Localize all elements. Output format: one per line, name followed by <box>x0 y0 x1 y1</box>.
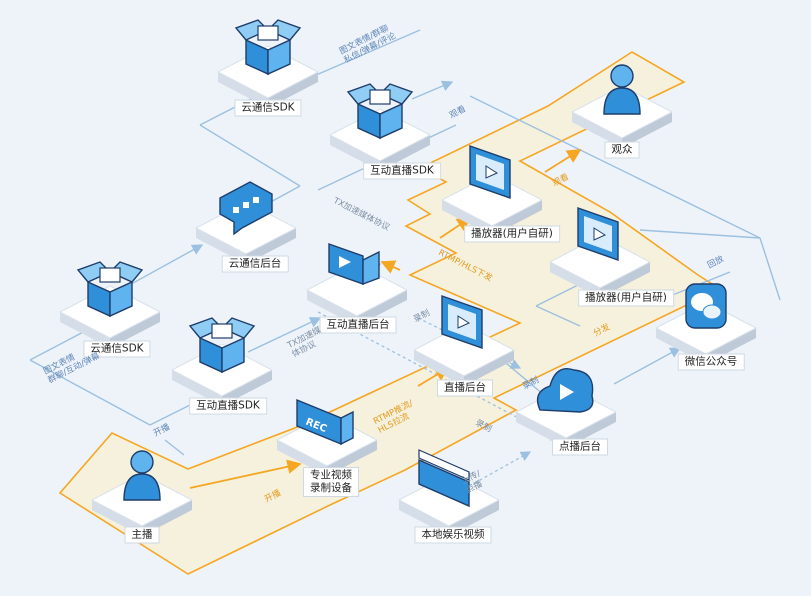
chat-bubble-icon-dot-2 <box>253 197 259 203</box>
person-icon-anchor-head <box>130 450 154 474</box>
video-camera-icon-play <box>339 256 351 268</box>
audience-platform-side-left <box>572 112 622 148</box>
person-icon-audience-head <box>610 64 634 88</box>
person-icon-anchor-body <box>123 473 161 501</box>
recorder-label: 专业视频 录制设备 <box>303 467 359 497</box>
player-right-platform-side-left <box>550 262 600 298</box>
live-sdk-left-platform-side-right <box>222 370 272 406</box>
cloud-backend-platform-side-left <box>196 228 246 264</box>
live-backend-platform-side-right <box>464 350 514 386</box>
connector-line-12 <box>29 359 151 426</box>
cloud-sdk-left-platform-side-left <box>60 312 110 348</box>
open-box-icon-cloud-sdk-top-card <box>257 25 279 41</box>
clapperboard-icon-body <box>418 458 470 508</box>
person-icon-audience-body <box>603 87 641 115</box>
live-backend-platform-side-left <box>414 350 464 386</box>
connector-line-17 <box>535 305 581 327</box>
cloud-sdk-top-platform-side-right <box>268 72 318 108</box>
local-video-platform-top <box>397 473 501 527</box>
dashed-connector-2 <box>447 451 532 499</box>
live-backend-top-platform-top <box>305 263 409 317</box>
anchor-label: 主播 <box>124 526 160 544</box>
video-screen-icon-player-top-play <box>485 165 499 179</box>
vod-backend-label: 点播后台 <box>552 438 608 456</box>
player-right-platform-top <box>548 235 652 289</box>
open-box-icon-cloud-sdk-top-side <box>267 38 291 76</box>
open-box-icon-live-sdk-top-card <box>369 89 391 105</box>
live-sdk-left-platform-side-left <box>172 370 222 406</box>
video-camera-icon-lens <box>362 250 380 286</box>
local-video-label: 本地娱乐视频 <box>414 526 492 544</box>
primary-arrow-3 <box>544 149 582 173</box>
connector-line-9 <box>759 237 781 301</box>
chat-bubble-icon-dot-1 <box>243 202 249 208</box>
open-box-icon-cloud-sdk-left-card <box>99 267 121 283</box>
player-top-label: 播放器(用户自研) <box>464 225 560 243</box>
live-backend-top-label: 互动直播后台 <box>319 316 397 334</box>
live-sdk-top-platform-side-right <box>380 135 430 171</box>
rec-device-icon-side <box>340 410 354 446</box>
open-box-icon-live-sdk-top-side <box>379 102 403 140</box>
open-box-icon-cloud-sdk-left-side <box>109 280 133 318</box>
player-right-label: 播放器(用户自研) <box>578 289 674 307</box>
wechat-icon-bubble-2 <box>702 304 722 320</box>
open-box-icon-live-sdk-left-side <box>221 336 245 374</box>
live-backend-label: 直播后台 <box>437 379 493 397</box>
player-right-platform-side-right <box>600 262 650 298</box>
video-screen-icon-player-right-play <box>593 227 607 241</box>
audience-label: 观众 <box>604 141 640 159</box>
audience-platform-side-right <box>622 112 672 148</box>
video-screen-icon-live-backend-play <box>457 315 471 329</box>
cloud-video-icon-play <box>560 384 574 400</box>
connector-line-0 <box>299 29 421 83</box>
connector-line-1 <box>411 80 454 100</box>
cloud-sdk-top-label: 云通信SDK <box>234 99 302 117</box>
live-sdk-top-label: 互动直播SDK <box>363 162 441 180</box>
live-sdk-top-platform-side-left <box>330 135 380 171</box>
connector-line-15 <box>247 317 322 353</box>
cloud-sdk-left-platform-side-right <box>110 312 160 348</box>
cloud-sdk-top-platform-side-left <box>218 72 268 108</box>
connector-line-16 <box>535 283 581 307</box>
cloud-sdk-left-label: 云通信SDK <box>83 340 151 358</box>
connector-line-14 <box>164 439 185 456</box>
wechat-label: 微信公众号 <box>677 353 745 371</box>
cloud-backend-platform-side-right <box>246 228 296 264</box>
open-box-icon-live-sdk-left-card <box>211 323 233 339</box>
connector-line-8 <box>639 229 761 239</box>
primary-arrow-4 <box>380 260 401 274</box>
connector-line-3 <box>199 124 301 187</box>
primary-arrow-0 <box>189 459 302 489</box>
cloud-backend-label: 云通信后台 <box>221 255 289 273</box>
connector-line-7 <box>469 95 761 239</box>
chat-bubble-icon-dot-0 <box>233 207 239 213</box>
connector-line-18 <box>613 347 682 385</box>
clapperboard-icon-stripe <box>418 449 470 481</box>
live-backend-platform-top <box>412 323 516 377</box>
live-sdk-left-label: 互动直播SDK <box>189 397 267 415</box>
